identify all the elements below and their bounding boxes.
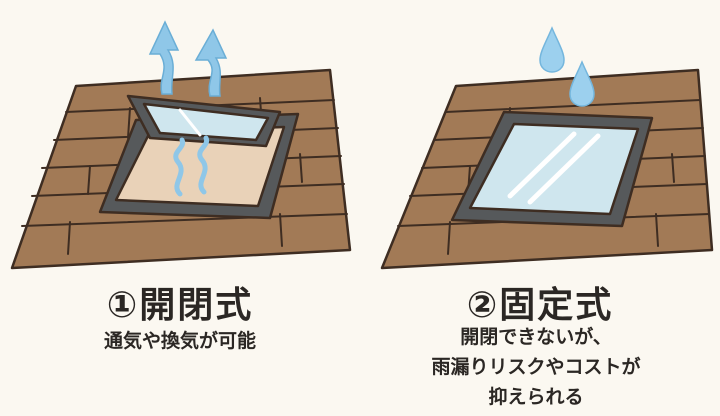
fixed-type-description: 開閉できないが、 雨漏りリスクやコストが 抑えられる: [356, 322, 716, 412]
fixed-skylight-illustration: [380, 26, 714, 270]
opening-type-description: 通気や換気が可能: [0, 326, 360, 356]
fixed-type-title: ②固定式: [466, 285, 614, 326]
air-flow-icon: [173, 135, 210, 197]
up-arrow-icon: [148, 20, 228, 97]
open-sash-glass: [142, 102, 270, 142]
description-line: 開閉できないが、: [460, 326, 612, 348]
description-line: 通気や換気が可能: [103, 330, 256, 352]
opening-type-title: ①開閉式: [106, 285, 254, 326]
description-line: 抑えられる: [488, 386, 584, 408]
description-line: 雨漏りリスクやコストが: [431, 356, 641, 378]
opening-skylight-illustration: [10, 20, 352, 270]
rain-drop-icon: [539, 26, 595, 107]
